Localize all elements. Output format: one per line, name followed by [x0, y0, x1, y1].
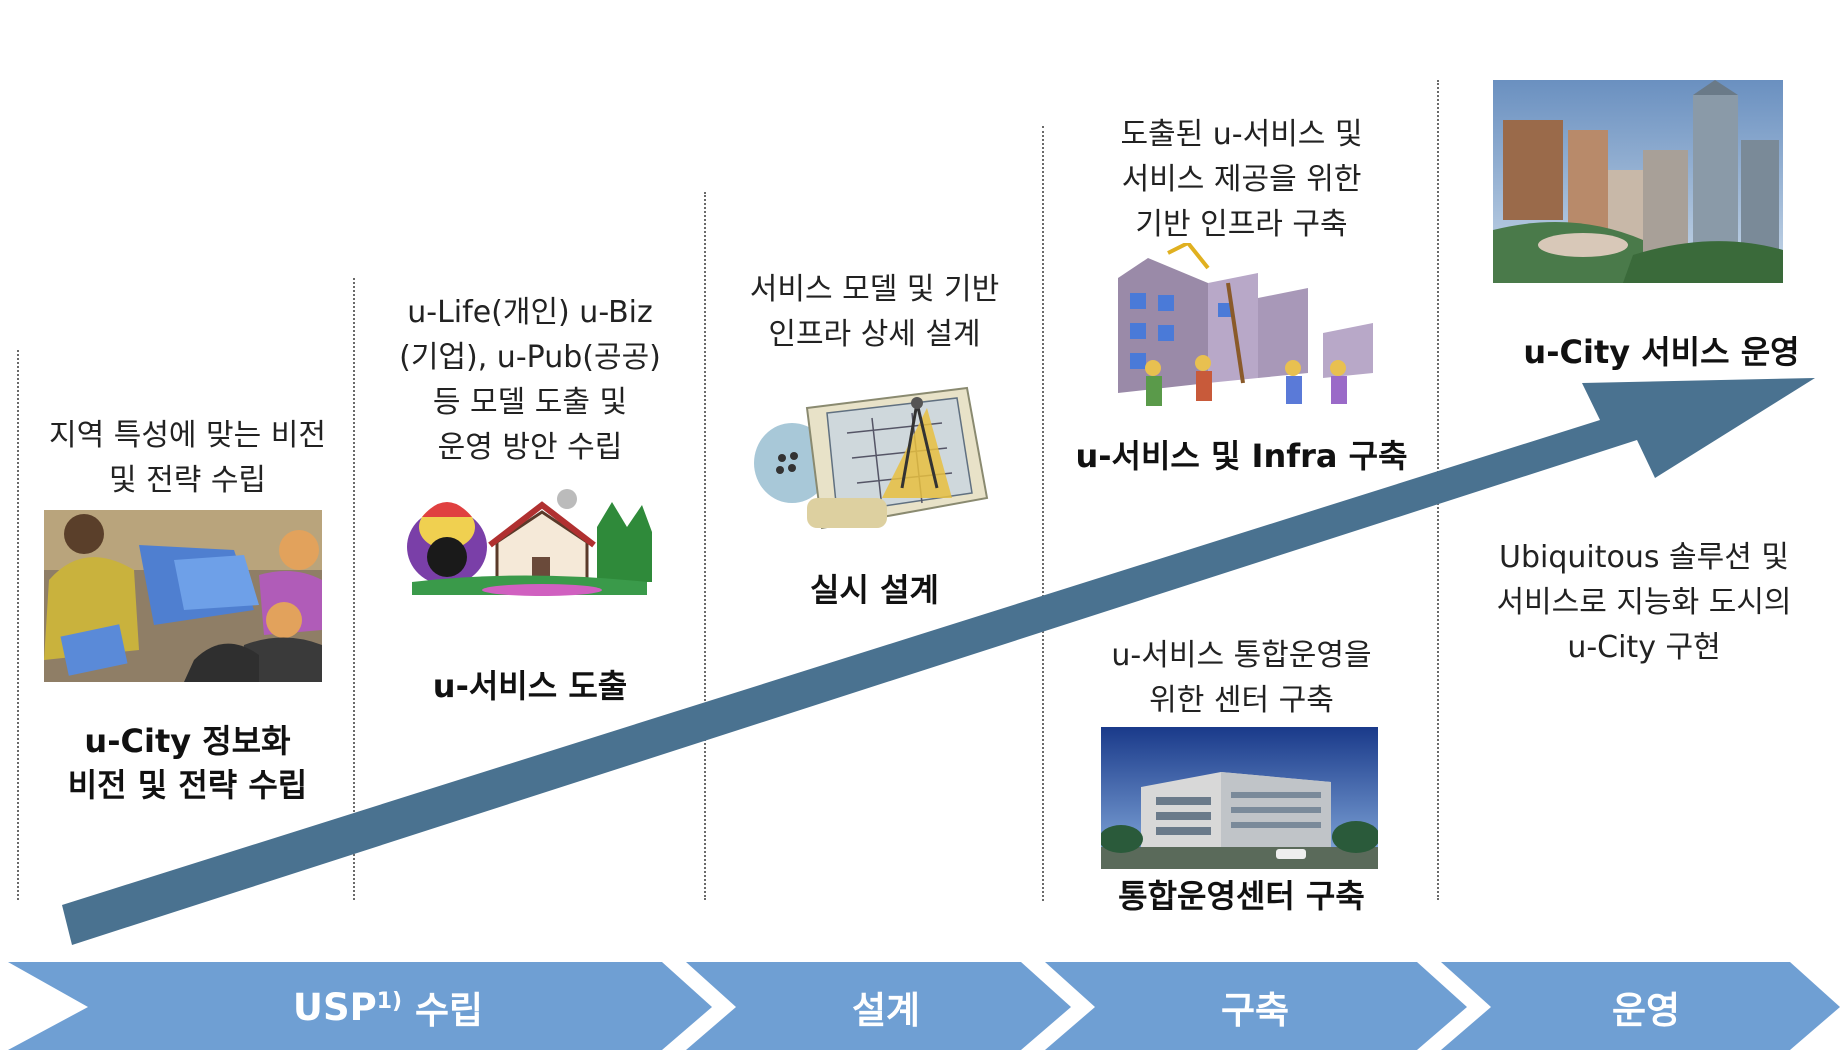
phase-label-build: 구축	[1220, 989, 1290, 1032]
cartoon-house-clipart	[407, 489, 652, 596]
phase-chevron-design	[686, 962, 1071, 1050]
divider-2	[353, 278, 355, 900]
business-meeting-clipart	[44, 510, 322, 682]
stage-2-description: u-Life(개인) u-Biz(기업), u-Pub(공공) 등 모델 도출 …	[399, 295, 661, 465]
phase-chevron-usp	[8, 962, 712, 1050]
phase-label-operate: 운영	[1611, 989, 1681, 1032]
divider-3	[704, 192, 706, 900]
stage-2-title: u-서비스 도출	[432, 667, 628, 705]
stage-3-title: 실시 설계	[810, 571, 939, 609]
operations-center-building-photo	[1101, 727, 1378, 869]
divider-1	[17, 350, 19, 900]
stage-4-title: u-서비스 및 Infra 구축	[1075, 437, 1408, 475]
divider-4	[1042, 126, 1044, 901]
construction-workers-clipart	[1118, 243, 1373, 406]
city-skyline-photo	[1493, 80, 1783, 283]
blueprint-clipart	[754, 386, 989, 530]
phase-label-design: 설계	[851, 989, 921, 1032]
phase-chevron-bar	[8, 962, 1840, 1050]
stage-6-title: u-City 서비스 운영	[1523, 333, 1800, 371]
phase-chevron-operate	[1441, 962, 1840, 1050]
stage-5-title: 통합운영센터 구축	[1118, 877, 1365, 915]
phase-chevron-build	[1045, 962, 1467, 1050]
